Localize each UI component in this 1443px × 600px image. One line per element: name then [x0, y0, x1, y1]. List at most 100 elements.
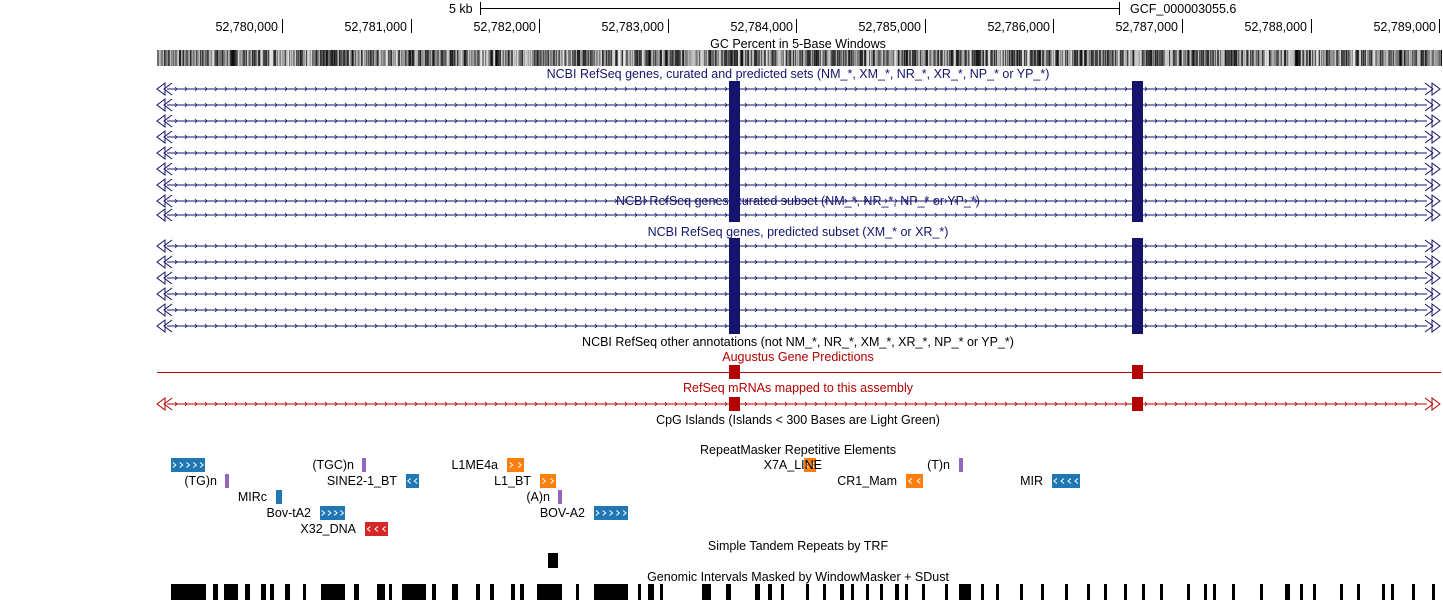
- masked-interval[interactable]: [1340, 584, 1343, 600]
- repeat-label[interactable]: (TGC)n: [312, 458, 354, 472]
- track-title-windowmasker[interactable]: Genomic Intervals Masked by WindowMasker…: [647, 570, 949, 584]
- masked-interval[interactable]: [224, 584, 238, 600]
- masked-interval[interactable]: [702, 584, 711, 600]
- masked-interval[interactable]: [823, 584, 826, 600]
- refseq-predicted-gene-row[interactable]: [156, 254, 1441, 270]
- masked-interval[interactable]: [945, 584, 948, 600]
- refseq-predicted-gene-row[interactable]: [156, 302, 1441, 318]
- repeat-element[interactable]: [540, 474, 556, 488]
- masked-interval[interactable]: [1160, 584, 1163, 600]
- masked-interval[interactable]: [1357, 584, 1360, 600]
- refseq-gene-row[interactable]: [156, 97, 1441, 113]
- refseq-gene-row[interactable]: [156, 177, 1441, 193]
- masked-interval[interactable]: [537, 584, 562, 600]
- masked-interval[interactable]: [638, 584, 641, 600]
- repeat-element[interactable]: [558, 490, 562, 504]
- refseq-gene-row[interactable]: [156, 161, 1441, 177]
- repeat-element[interactable]: [906, 474, 923, 488]
- repeat-label[interactable]: (A)n: [526, 490, 550, 504]
- repeat-label[interactable]: X7A_LINE: [763, 458, 822, 472]
- repeat-label[interactable]: BOV-A2: [539, 506, 585, 520]
- repeat-element[interactable]: [406, 474, 419, 488]
- masked-interval[interactable]: [895, 584, 899, 600]
- repeat-element[interactable]: [365, 522, 388, 536]
- repeat-element[interactable]: [320, 506, 345, 520]
- repeat-element[interactable]: [1052, 474, 1080, 488]
- masked-interval[interactable]: [1285, 584, 1290, 600]
- refseq-predicted-gene-row[interactable]: [156, 318, 1441, 334]
- masked-interval[interactable]: [321, 584, 345, 600]
- track-title-refseq-predicted[interactable]: NCBI RefSeq genes, predicted subset (XM_…: [647, 225, 949, 239]
- refseq-mrna-row[interactable]: [156, 397, 1441, 411]
- masked-interval[interactable]: [261, 584, 266, 600]
- masked-interval[interactable]: [1124, 584, 1127, 600]
- refseq-gene-row[interactable]: [156, 145, 1441, 161]
- masked-interval[interactable]: [1232, 584, 1235, 600]
- masked-interval[interactable]: [1213, 584, 1216, 600]
- masked-interval[interactable]: [452, 584, 458, 600]
- masked-interval[interactable]: [648, 584, 654, 600]
- masked-interval[interactable]: [851, 584, 854, 600]
- masked-interval[interactable]: [171, 584, 206, 600]
- refseq-predicted-gene-row[interactable]: [156, 270, 1441, 286]
- track-title-refseq-curated[interactable]: NCBI RefSeq genes, curated subset (NM_*,…: [616, 194, 980, 208]
- masked-interval[interactable]: [511, 584, 515, 600]
- masked-interval[interactable]: [922, 584, 925, 600]
- masked-interval[interactable]: [1087, 584, 1090, 600]
- repeat-element[interactable]: [959, 458, 963, 472]
- masked-interval[interactable]: [806, 584, 809, 600]
- track-title-augustus[interactable]: Augustus Gene Predictions: [722, 350, 874, 364]
- track-title-refseq-all[interactable]: NCBI RefSeq genes, curated and predicted…: [546, 67, 1050, 81]
- masked-interval[interactable]: [1300, 584, 1303, 600]
- augustus-gene[interactable]: [157, 365, 1441, 379]
- refseq-gene-row[interactable]: [156, 129, 1441, 145]
- repeat-element[interactable]: [594, 506, 628, 520]
- track-title-repeatmasker[interactable]: RepeatMasker Repetitive Elements: [700, 443, 896, 457]
- repeat-element[interactable]: [225, 474, 229, 488]
- masked-interval[interactable]: [432, 584, 436, 600]
- masked-interval[interactable]: [905, 584, 908, 600]
- masked-interval[interactable]: [755, 584, 760, 600]
- masked-interval[interactable]: [270, 584, 274, 600]
- masked-interval[interactable]: [245, 584, 250, 600]
- repeat-label[interactable]: L1_BT: [494, 474, 531, 488]
- track-title-mrna[interactable]: RefSeq mRNAs mapped to this assembly: [683, 381, 913, 395]
- track-title-cpg[interactable]: CpG Islands (Islands < 300 Bases are Lig…: [656, 413, 940, 427]
- masked-interval[interactable]: [1020, 584, 1023, 600]
- repeat-element[interactable]: [362, 458, 366, 472]
- repeat-label[interactable]: (TG)n: [184, 474, 217, 488]
- masked-interval[interactable]: [1313, 584, 1316, 600]
- trf-repeat[interactable]: [548, 553, 558, 568]
- masked-interval[interactable]: [996, 584, 999, 600]
- masked-interval[interactable]: [576, 584, 579, 600]
- masked-interval[interactable]: [1142, 584, 1145, 600]
- refseq-curated-gene-row[interactable]: [156, 208, 1441, 222]
- masked-interval[interactable]: [389, 584, 392, 600]
- masked-interval[interactable]: [1104, 584, 1107, 600]
- repeat-label[interactable]: MIRc: [237, 490, 267, 504]
- repeat-label[interactable]: X32_DNA: [300, 522, 356, 536]
- masked-interval[interactable]: [490, 584, 494, 600]
- masked-interval[interactable]: [781, 584, 784, 600]
- masked-interval[interactable]: [1204, 584, 1207, 600]
- masked-interval[interactable]: [1187, 584, 1190, 600]
- masked-interval[interactable]: [1382, 584, 1385, 600]
- masked-interval[interactable]: [1432, 584, 1435, 600]
- masked-interval[interactable]: [726, 584, 731, 600]
- masked-interval[interactable]: [303, 584, 306, 600]
- track-title-refseq-other[interactable]: NCBI RefSeq other annotations (not NM_*,…: [582, 335, 1014, 349]
- masked-interval[interactable]: [768, 584, 772, 600]
- track-title-trf[interactable]: Simple Tandem Repeats by TRF: [707, 539, 889, 553]
- repeat-label[interactable]: (T)n: [927, 458, 950, 472]
- masked-interval[interactable]: [520, 584, 524, 600]
- masked-interval[interactable]: [285, 584, 290, 600]
- repeat-element[interactable]: [507, 458, 524, 472]
- masked-interval[interactable]: [377, 584, 385, 600]
- masked-interval[interactable]: [1412, 584, 1415, 600]
- masked-interval[interactable]: [1041, 584, 1044, 600]
- repeat-label[interactable]: SINE2-1_BT: [326, 474, 397, 488]
- masked-interval[interactable]: [1391, 584, 1394, 600]
- gc-percent-track[interactable]: [157, 50, 1442, 66]
- repeat-element[interactable]: [276, 490, 282, 504]
